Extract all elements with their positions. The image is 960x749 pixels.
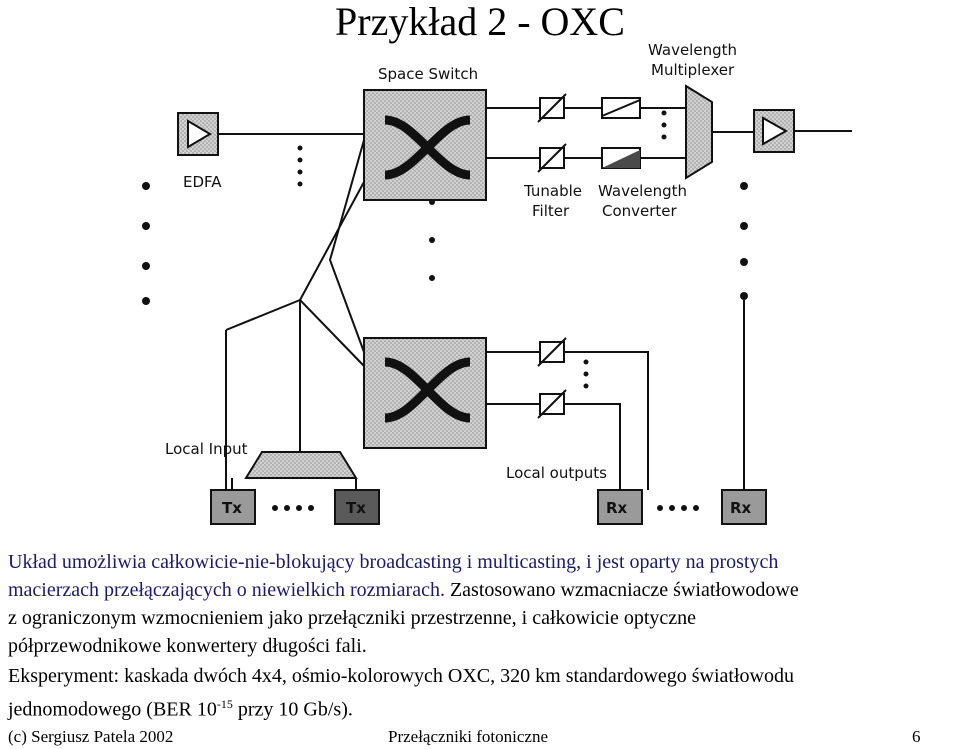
tunable-filter-top — [537, 93, 567, 173]
output-amplifier — [753, 109, 795, 153]
wavelength-multiplexer-label: Wavelength — [648, 41, 737, 59]
rx2-label: Rx — [730, 499, 752, 517]
dots-middle — [429, 199, 435, 281]
dots-converters — [661, 110, 667, 140]
rx-box-2: Rx — [721, 489, 767, 525]
body-line-6: jednomodowego (BER 10-15 przy 10 Gb/s). — [8, 690, 353, 724]
body-text: macierzach przełączających o niewielkich… — [8, 579, 445, 601]
fiber-line — [225, 299, 301, 331]
edfa-label: EDFA — [183, 173, 222, 191]
tx2-label: Tx — [346, 499, 366, 517]
body-text: przy 10 Gb/s). — [232, 698, 353, 721]
body-line-3: z ograniczonym wzmocnieniem jako przełąc… — [8, 607, 697, 629]
local-input-combiner — [244, 451, 358, 479]
exponent: -15 — [216, 697, 233, 711]
wavelength-converter-label: Wavelength — [598, 182, 687, 200]
body-line-5: Eksperyment: kaskada dwóch 4x4, ośmio-ko… — [8, 665, 794, 687]
fiber-to-rx — [564, 403, 621, 490]
footer-page-number: 6 — [912, 727, 921, 746]
dots-right — [740, 182, 748, 300]
fiber-to-rx — [564, 351, 649, 490]
space-switch-top — [363, 89, 487, 201]
tunable-filter-label: Filter — [532, 202, 570, 220]
dots-tx — [272, 505, 314, 511]
oxc-diagram: EDFA Space Switch Tunable Filt — [142, 41, 852, 525]
edfa-amplifier — [177, 112, 219, 156]
tunable-filter-label: Tunable — [523, 182, 582, 200]
wavelength-multiplexer — [685, 84, 713, 180]
body-text: Układ umożliwia całkowicie-nie-blokujący… — [8, 551, 779, 573]
tunable-filter-bottom — [537, 337, 567, 419]
footer-copyright: (c) Sergiusz Patela 2002 — [8, 727, 174, 746]
local-outputs-label: Local outputs — [506, 464, 607, 482]
body-line-1: Układ umożliwia całkowicie-nie-blokujący… — [8, 548, 778, 576]
fiber-cross-1 — [298, 181, 365, 367]
dots-edfa — [297, 145, 303, 187]
space-switch-label: Space Switch — [378, 65, 478, 83]
rx1-label: Rx — [606, 499, 628, 517]
tx-box-1: Tx — [210, 489, 256, 525]
dots-left — [142, 182, 150, 305]
body-line-4: półprzewodnikowe konwertery długości fal… — [8, 635, 367, 657]
footer-course: Przełączniki fotoniczne — [388, 727, 549, 746]
space-switch-bottom — [363, 337, 487, 449]
fiber-cross-2 — [328, 139, 365, 353]
dots-rx — [657, 505, 699, 511]
wavelength-converter — [601, 97, 641, 169]
wavelength-converter-label: Converter — [602, 202, 678, 220]
body-line-2: macierzach przełączających o niewielkich… — [8, 576, 799, 604]
body-text: Zastosowano wzmacniacze światłowodowe — [449, 579, 799, 601]
body-text: jednomodowego (BER 10 — [8, 698, 217, 721]
rx-box-1: Rx — [597, 489, 643, 525]
tx1-label: Tx — [222, 499, 242, 517]
slide-title: Przykład 2 - OXC — [335, 0, 625, 44]
tx-box-2: Tx — [334, 489, 380, 525]
dots-bottom-filters — [583, 359, 589, 389]
local-input-label: Local Input — [165, 440, 248, 458]
wavelength-multiplexer-label: Multiplexer — [651, 61, 735, 79]
